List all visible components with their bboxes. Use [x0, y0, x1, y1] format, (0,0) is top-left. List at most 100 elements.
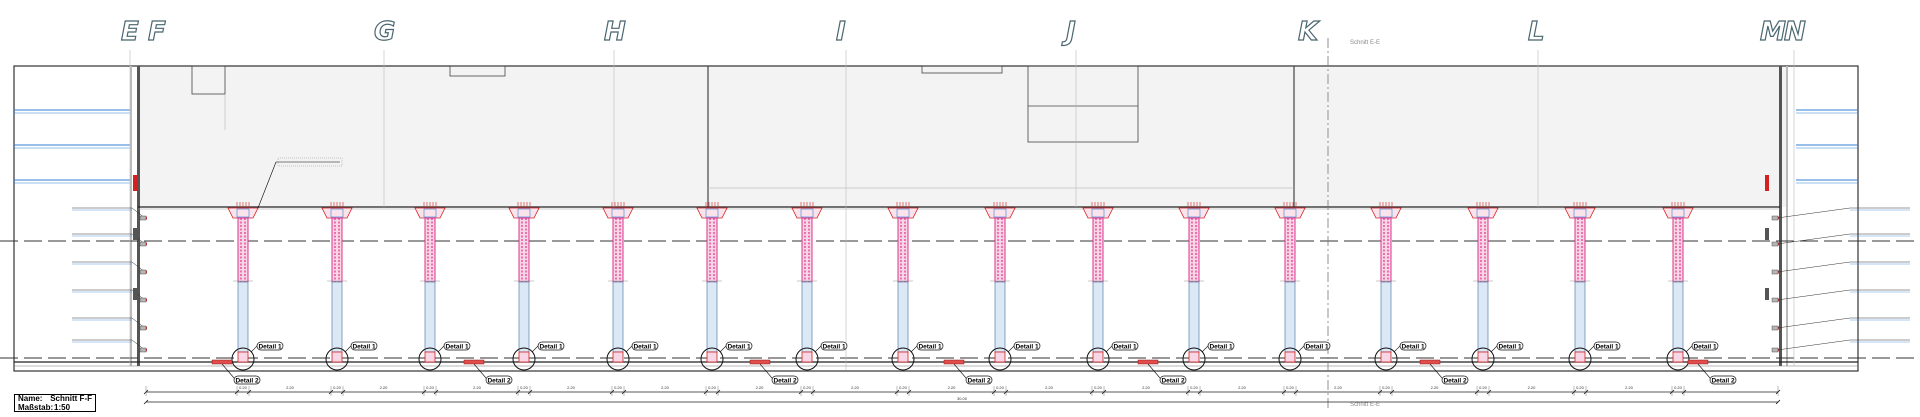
detail-1-bubble: [1207, 341, 1235, 351]
right-tie-6: [1771, 339, 1910, 353]
column-lower: [1380, 281, 1392, 353]
detail-1-label: Detail 1: [1015, 344, 1039, 351]
column-base: [331, 351, 343, 363]
dim-bay-label: 2.20: [1045, 385, 1054, 390]
column-lower: [518, 281, 530, 353]
annotation-leader: [257, 157, 343, 209]
column-cap-core: [517, 208, 531, 218]
detail-circle: [891, 347, 915, 371]
column-cap-core: [1573, 208, 1587, 218]
detail-1-label: Detail 1: [352, 344, 376, 351]
column-reinforced: [518, 217, 530, 283]
column-cap: [887, 207, 919, 219]
column-reinforced: [897, 217, 909, 283]
column-base: [1380, 351, 1392, 363]
dim-edge-label: 0.20: [996, 385, 1005, 390]
column-16: Detail 1: [1662, 202, 1719, 371]
beam-detail-7: Detail 2: [1687, 359, 1737, 385]
detail-circle: [1666, 347, 1690, 371]
beam-leader: [1147, 363, 1161, 379]
detail-circle: [795, 347, 819, 371]
column-cap: [1370, 207, 1402, 219]
detail-1-bubble: [1691, 341, 1719, 351]
column-4: Detail 1: [508, 202, 565, 371]
dim-edge-label: 0.20: [899, 385, 908, 390]
column-7: Detail 1: [791, 202, 848, 371]
detail-circle: [325, 347, 349, 371]
detail-2-label: Detail 2: [967, 378, 991, 385]
column-cap-core: [423, 208, 437, 218]
column-lower: [1477, 281, 1489, 353]
column-lower: [706, 281, 718, 353]
detail-2-label: Detail 2: [773, 378, 797, 385]
column-cap-core: [896, 208, 910, 218]
column-5: Detail 1: [602, 202, 659, 371]
column-reinforced: [237, 217, 249, 283]
upper-room-fill: [138, 65, 1788, 207]
wall-bracket-2: [133, 228, 137, 240]
column-lower: [994, 281, 1006, 353]
detail-circle: [418, 347, 442, 371]
detail-2-label: Detail 2: [1161, 378, 1185, 385]
tie-leader: [1776, 261, 1851, 273]
section-marker-label: Schnitt E-E: [1350, 40, 1380, 46]
beam-element: [1419, 359, 1441, 365]
beam-detail-6: Detail 2: [1419, 359, 1469, 385]
dim-edge-label: 0.20: [803, 385, 812, 390]
beam-detail-2: Detail 2: [463, 359, 513, 385]
beam-leader: [473, 363, 487, 379]
detail-leader: [910, 345, 918, 353]
detail-leader: [1393, 345, 1401, 353]
axis-label-n: N: [1784, 17, 1806, 47]
detail-leader: [1297, 345, 1305, 353]
right-tie-3: [1771, 261, 1910, 275]
column-base: [1284, 351, 1296, 363]
dim-edge-label: 0.20: [426, 385, 435, 390]
tie-plate: [1771, 297, 1779, 303]
detail-leader: [250, 345, 258, 353]
beam-element: [211, 359, 233, 365]
left-tie-1: [72, 207, 147, 221]
column-base: [706, 351, 718, 363]
dim-edge-label: 0.20: [1674, 385, 1683, 390]
column-cap: [1178, 207, 1210, 219]
axis-label-e: E: [121, 17, 139, 47]
detail-1-label: Detail 1: [258, 344, 282, 351]
column-13: Detail 1: [1370, 202, 1427, 371]
axis-label-g: G: [374, 17, 395, 47]
axis-label-h: H: [604, 17, 626, 47]
tie-leader: [1776, 289, 1851, 301]
beam-details: Detail 2 Detail 2 Detail 2 Detail 2 Detail 2…: [211, 359, 1737, 385]
dim-tick-overall-l: [143, 399, 149, 405]
detail-1-bubble: [820, 341, 848, 351]
tie-leader: [1776, 233, 1851, 245]
detail-1-bubble: [256, 341, 284, 351]
detail-2-bubble: [771, 375, 799, 385]
dim-bay-label: 2.20: [567, 385, 576, 390]
detail-1-label: Detail 1: [445, 344, 469, 351]
detail-leader: [1587, 345, 1595, 353]
tie-plate: [1771, 347, 1779, 353]
beam-element: [943, 359, 965, 365]
left-tie-5: [72, 317, 147, 331]
tie-plate: [139, 325, 147, 331]
detail-leader: [437, 345, 445, 353]
wall-bracket-3: [1765, 288, 1769, 300]
detail-2-bubble: [1709, 375, 1737, 385]
column-reinforced: [1380, 217, 1392, 283]
dim-edge-label: 0.20: [1479, 385, 1488, 390]
left-wall: [14, 66, 140, 366]
axis-label-k: K: [1298, 17, 1320, 47]
column-lower: [897, 281, 909, 353]
dim-bay-label: 2.20: [473, 385, 482, 390]
column-cap-core: [1283, 208, 1297, 218]
column-lower: [237, 281, 249, 353]
tie-plate: [1771, 325, 1779, 331]
dim-edge-label: 0.20: [1576, 385, 1585, 390]
side-ties: [72, 175, 1910, 353]
detail-1-label: Detail 1: [1209, 344, 1233, 351]
detail-2-bubble: [1159, 375, 1187, 385]
column-2: Detail 1: [321, 202, 378, 371]
beam-leader: [221, 363, 235, 379]
